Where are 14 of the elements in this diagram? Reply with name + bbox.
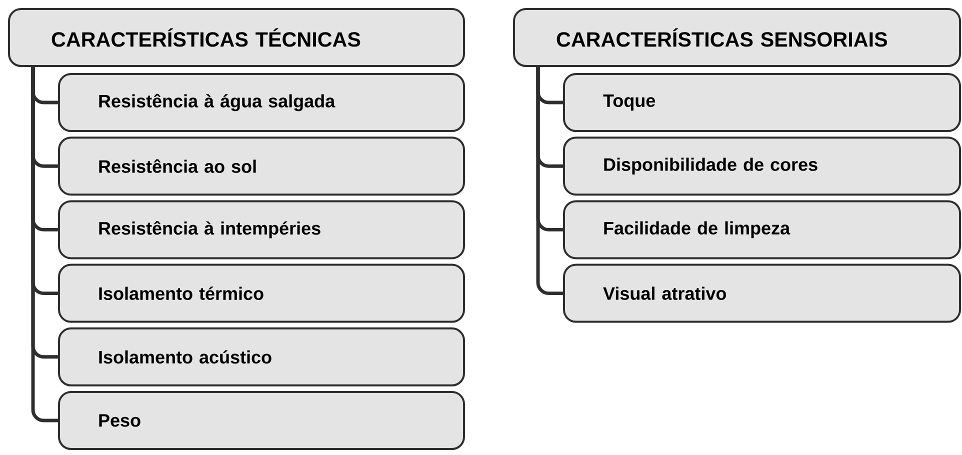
item-box: Visual atrativo xyxy=(563,264,961,323)
category-box: CARACTERÍSTICAS SENSORIAIS xyxy=(513,8,961,67)
connector-line xyxy=(31,65,58,422)
connector-line xyxy=(536,65,563,296)
item-box: Resistência ao sol xyxy=(58,136,465,196)
item-box: Toque xyxy=(563,73,961,132)
item-box: Resistência à água salgada xyxy=(58,73,465,132)
item-box: Facilidade de limpeza xyxy=(563,200,961,260)
item-box: Disponibilidade de cores xyxy=(563,136,961,196)
item-box: Isolamento acústico xyxy=(58,327,465,386)
category-box: CARACTERÍSTICAS TÉCNICAS xyxy=(8,8,465,67)
item-box: Isolamento térmico xyxy=(58,264,465,323)
item-box: Peso xyxy=(58,391,465,450)
item-box: Resistência à intempéries xyxy=(58,200,465,260)
